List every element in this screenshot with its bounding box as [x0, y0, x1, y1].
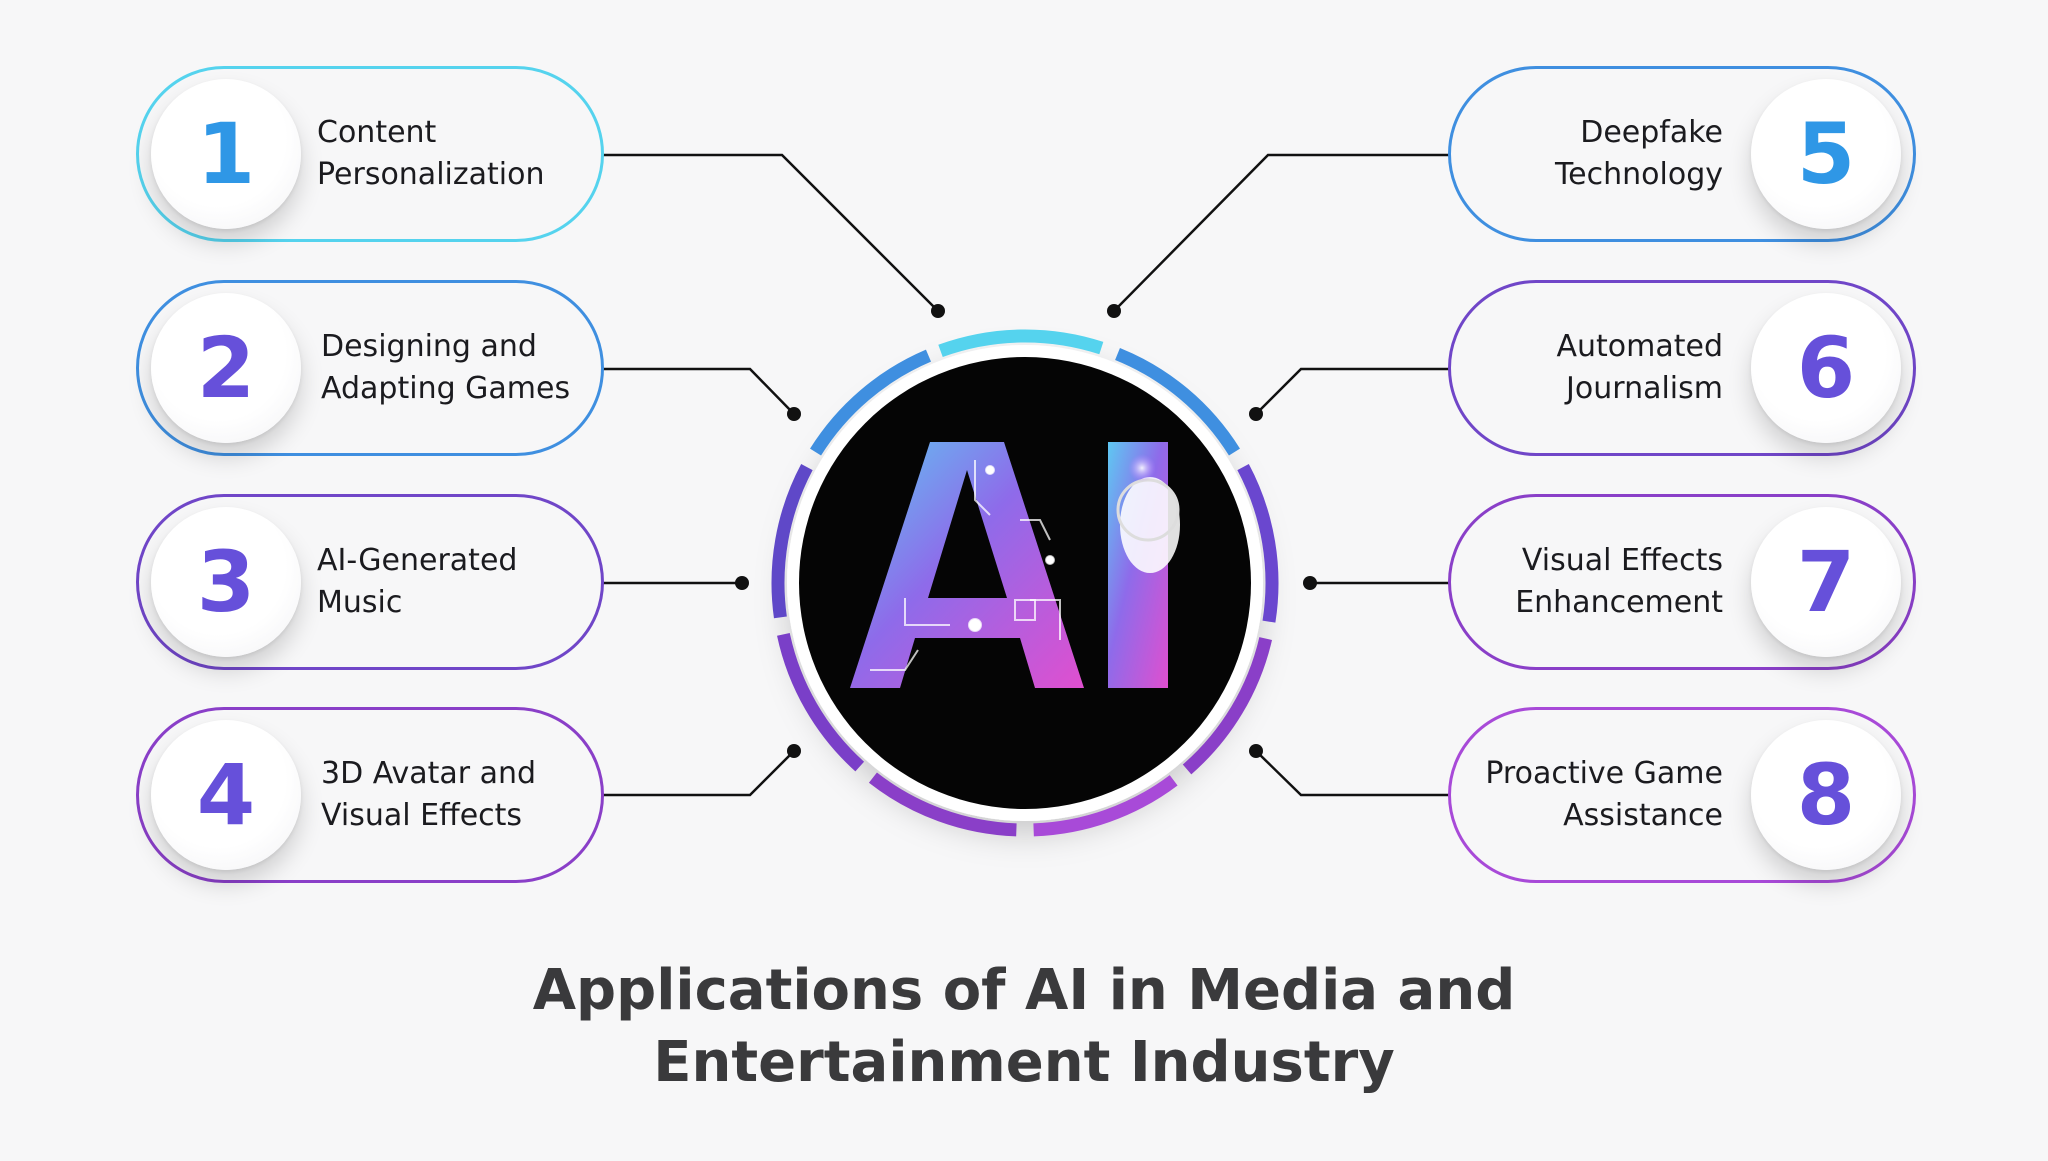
item-card-8: 8 Proactive Game Assistance: [1448, 707, 1916, 883]
item-label-8: Proactive Game Assistance: [1485, 710, 1723, 880]
connector-1: [562, 153, 939, 312]
connector-5: [1113, 153, 1490, 312]
item-1-line-1: Content: [317, 115, 437, 150]
item-card-1: 1 Content Personalization: [136, 66, 604, 242]
robot-head-icon: [1116, 454, 1180, 573]
title-line-2: Entertainment Industry: [653, 1030, 1395, 1095]
item-number-1: 1: [151, 79, 301, 229]
connector-8: [1255, 750, 1490, 797]
item-6-line-1: Automated: [1556, 329, 1723, 364]
item-3-line-2: Music: [317, 585, 403, 620]
item-number-2: 2: [151, 293, 301, 443]
title-line-1: Applications of AI in Media and: [532, 958, 1516, 1023]
item-5-line-2: Technology: [1554, 157, 1723, 192]
ring-segment-7: [777, 632, 865, 772]
item-card-5: 5 Deepfake Technology: [1448, 66, 1916, 242]
item-4-line-1: 3D Avatar and: [321, 756, 537, 791]
item-number-6: 6: [1751, 293, 1901, 443]
circuit-pattern: [870, 460, 1061, 671]
item-number-8: 8: [1751, 720, 1901, 870]
connector-2: [562, 367, 795, 415]
item-4-line-2: Visual Effects: [321, 798, 523, 833]
connector-6: [1255, 367, 1490, 415]
item-2-line-1: Designing and: [321, 329, 537, 364]
ring-segment-3: [1237, 463, 1279, 623]
item-label-6: Automated Journalism: [1556, 283, 1723, 453]
item-8-line-2: Assistance: [1563, 798, 1723, 833]
connector-dot: [1303, 576, 1317, 590]
diagram-title: Applications of AI in Media and Entertai…: [0, 955, 2048, 1099]
connector-dot: [735, 576, 749, 590]
connector-dot: [1249, 407, 1263, 421]
item-3-line-1: AI-Generated: [317, 543, 518, 578]
ring-segment-4: [1182, 637, 1273, 775]
item-7-line-2: Enhancement: [1515, 585, 1723, 620]
item-label-7: Visual Effects Enhancement: [1515, 497, 1723, 667]
item-label-2: Designing and Adapting Games: [321, 283, 570, 453]
item-card-6: 6 Automated Journalism: [1448, 280, 1916, 456]
ring-segment-5: [1033, 775, 1178, 837]
ring-segment-2: [1115, 347, 1240, 456]
connector-4: [562, 750, 795, 797]
connector-dot: [1249, 744, 1263, 758]
connector-dot: [787, 744, 801, 758]
ring-segment-9: [810, 349, 932, 456]
connector-dot: [787, 407, 801, 421]
hub-ring: [771, 329, 1279, 837]
item-6-line-2: Journalism: [1566, 371, 1723, 406]
ring-segment-6: [868, 772, 1017, 837]
item-card-2: 2 Designing and Adapting Games: [136, 280, 604, 456]
connector-dot: [1107, 304, 1121, 318]
item-8-line-1: Proactive Game: [1485, 756, 1723, 791]
ring-segment-8: [771, 463, 813, 619]
ring-segment-1: [938, 329, 1104, 358]
item-5-line-1: Deepfake: [1580, 115, 1723, 150]
item-number-3: 3: [151, 507, 301, 657]
letter-a: [850, 442, 1084, 688]
item-label-4: 3D Avatar and Visual Effects: [321, 710, 536, 880]
item-card-4: 4 3D Avatar and Visual Effects: [136, 707, 604, 883]
ai-hub: [771, 329, 1279, 837]
ai-logo: [850, 442, 1180, 688]
item-2-line-2: Adapting Games: [321, 371, 571, 406]
connector-dot: [931, 304, 945, 318]
item-label-1: Content Personalization: [317, 69, 544, 239]
item-1-line-2: Personalization: [317, 157, 545, 192]
item-number-5: 5: [1751, 79, 1901, 229]
item-label-5: Deepfake Technology: [1555, 69, 1723, 239]
item-number-4: 4: [151, 720, 301, 870]
item-card-3: 3 AI-Generated Music: [136, 494, 604, 670]
hub-inner-white: [788, 346, 1262, 820]
item-label-3: AI-Generated Music: [317, 497, 517, 667]
item-7-line-1: Visual Effects: [1521, 543, 1723, 578]
item-card-7: 7 Visual Effects Enhancement: [1448, 494, 1916, 670]
item-number-7: 7: [1751, 507, 1901, 657]
